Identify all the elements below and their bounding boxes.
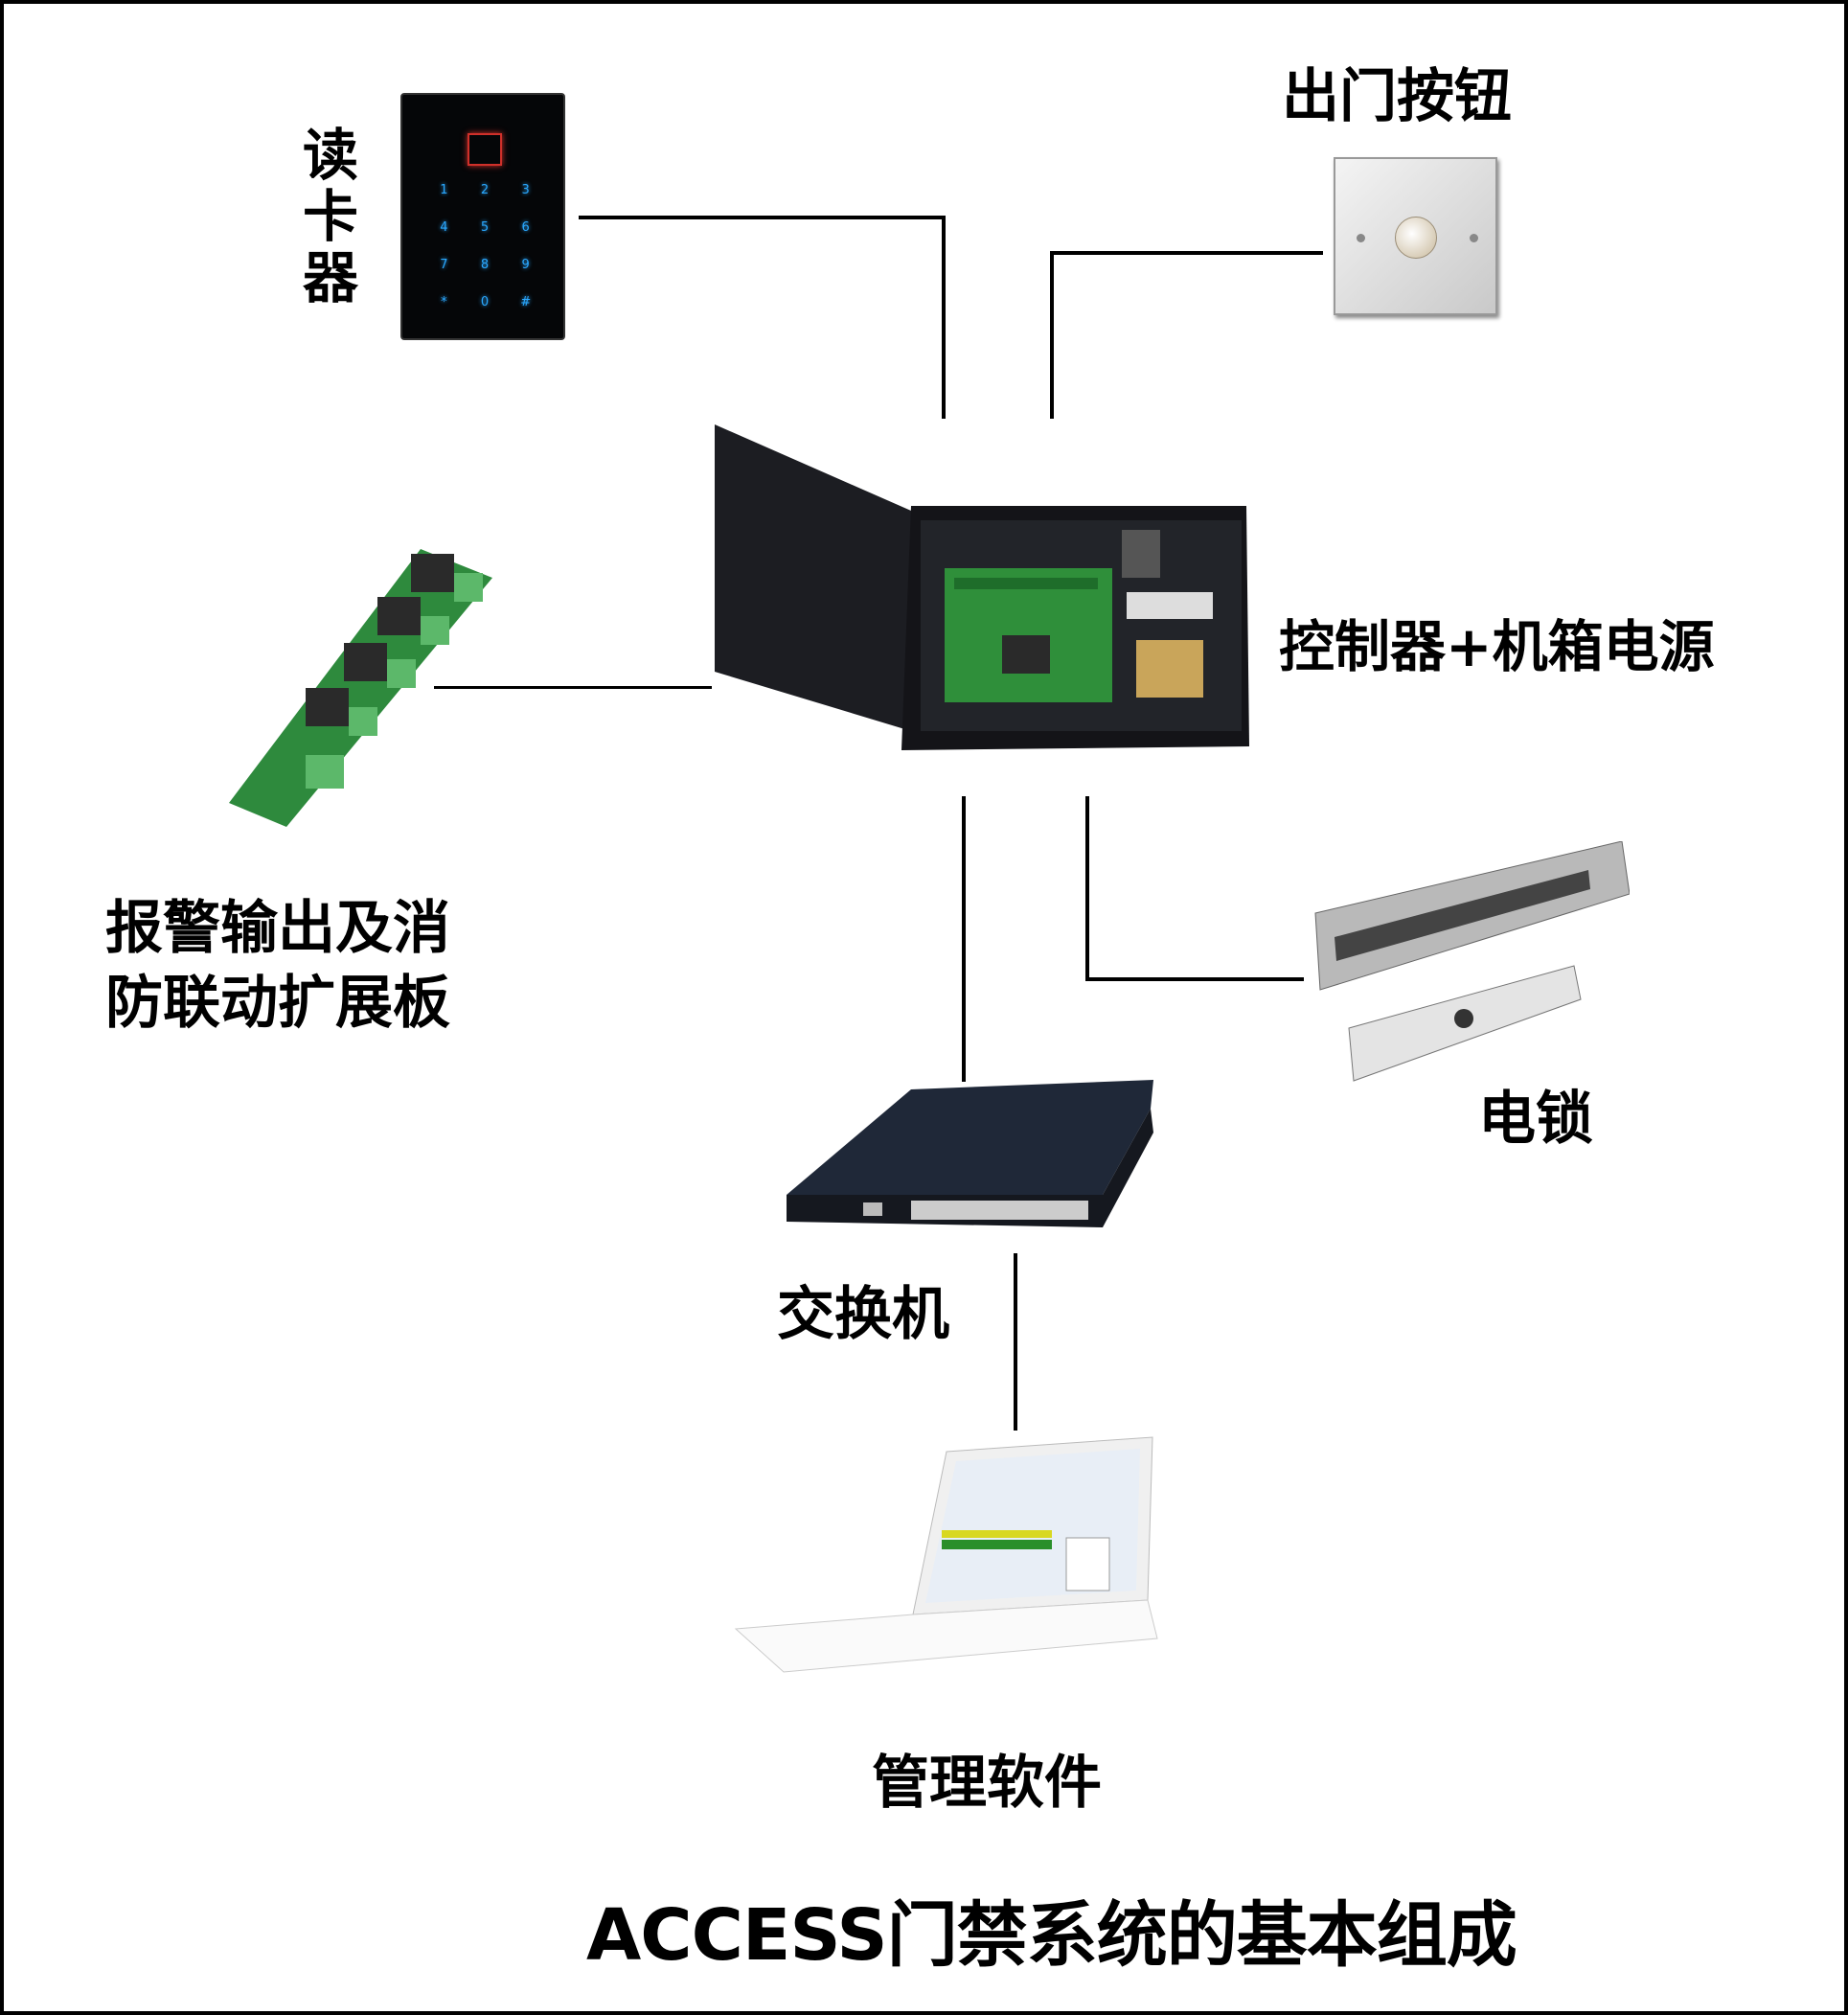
card-reader-image: 1 2 3 4 5 6 7 8 9 * 0 #	[400, 93, 565, 340]
key: 6	[521, 220, 530, 235]
expansion-board-image	[229, 539, 504, 836]
key: 5	[480, 220, 490, 235]
key: #	[520, 295, 532, 309]
screw-icon	[1470, 234, 1478, 242]
key: 8	[480, 258, 490, 272]
key: 9	[521, 258, 530, 272]
controller-label: 控制器+机箱电源	[1279, 614, 1715, 679]
expansion-board-label-line1: 报警输出及消	[105, 895, 450, 962]
diagram-title: ACCESS门禁系统的基本组成	[586, 1894, 1517, 1977]
key: *	[441, 295, 447, 309]
software-label: 管理软件	[872, 1750, 1102, 1817]
key: 3	[521, 183, 530, 197]
expansion-board-label-line2: 防联动扩展板	[105, 970, 450, 1037]
connector-reader-v	[942, 216, 946, 419]
card-reader-label: 读卡器	[303, 123, 359, 310]
key: 0	[480, 295, 490, 309]
key: 1	[440, 183, 448, 197]
controller-box-image	[715, 424, 1249, 752]
switch-label: 交换机	[777, 1281, 949, 1348]
screw-icon	[1357, 234, 1365, 242]
connector-exit-v	[1050, 251, 1054, 419]
exit-button-knob	[1395, 217, 1437, 259]
connector-lock-v	[1085, 796, 1089, 981]
connector-lock-h	[1085, 977, 1304, 981]
electric-lock-label: 电锁	[1478, 1086, 1593, 1153]
connector-switch	[962, 796, 966, 1082]
laptop-image	[726, 1432, 1163, 1683]
key: 7	[440, 258, 448, 272]
electric-lock-image	[1311, 841, 1630, 1086]
exit-button-label: 出门按钮	[1282, 63, 1512, 130]
network-switch-image	[787, 1080, 1153, 1227]
key: 2	[480, 183, 490, 197]
connector-laptop	[1014, 1253, 1017, 1431]
reader-logo	[468, 133, 502, 166]
connector-board	[434, 686, 712, 689]
keypad: 1 2 3 4 5 6 7 8 9 * 0 #	[423, 183, 546, 309]
exit-button-image	[1334, 157, 1497, 315]
connector-reader-h	[579, 216, 945, 219]
key: 4	[440, 220, 448, 235]
connector-exit-h	[1050, 251, 1323, 255]
